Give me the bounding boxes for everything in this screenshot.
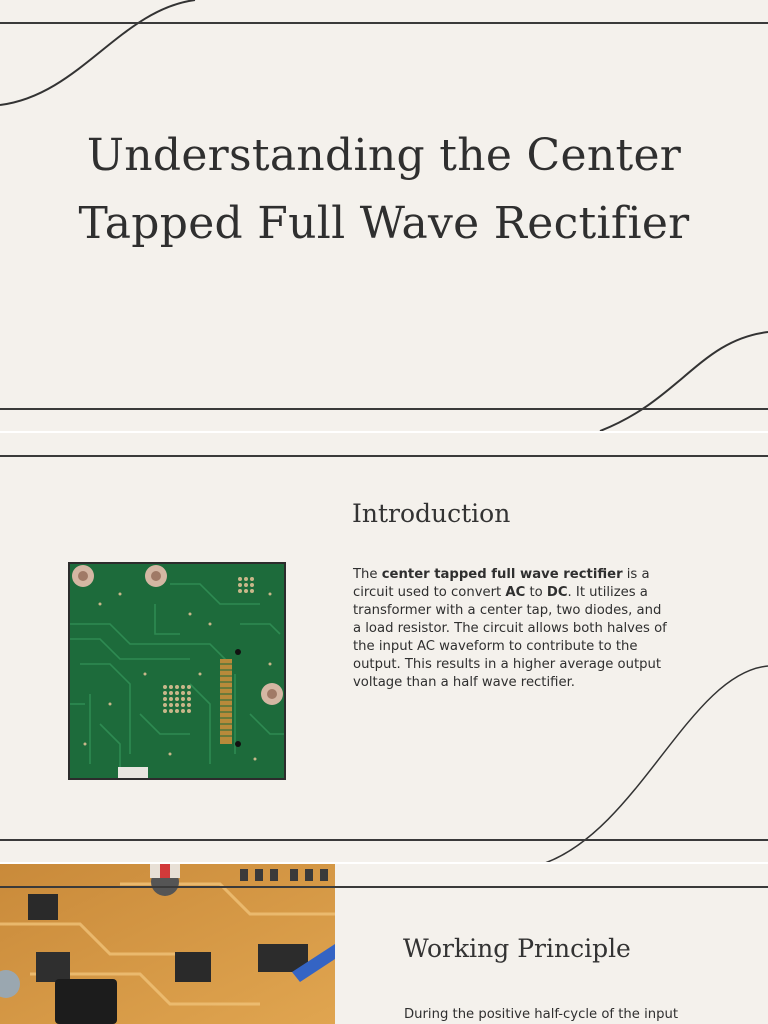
intro-text-2: is a circuit used to convert: [353, 567, 650, 600]
electronic-components-photo-icon: [0, 864, 335, 1024]
electronics-image: [0, 864, 335, 1024]
intro-text-3: to: [525, 585, 547, 600]
intro-text-4: . It utilizes a transformer with a cente…: [353, 585, 667, 690]
decorative-curves: [0, 0, 768, 431]
divider-bottom: [0, 408, 768, 410]
divider-bottom: [0, 839, 768, 841]
circuit-board-photo-icon: [70, 564, 284, 778]
section-heading-working-principle: Working Principle: [403, 934, 631, 963]
intro-text-1: The: [353, 567, 382, 582]
circuit-board-image: [68, 562, 286, 780]
intro-bold-1: center tapped full wave rectifier: [381, 567, 623, 582]
introduction-slide: Introduction The center tapped full wave…: [0, 433, 768, 862]
working-principle-slide: Working Principle During the positive ha…: [0, 864, 768, 1024]
section-heading-introduction: Introduction: [352, 499, 511, 528]
divider-top: [0, 455, 768, 457]
working-principle-paragraph: During the positive half-cycle of the in…: [404, 1007, 678, 1022]
divider-top: [0, 886, 768, 888]
intro-bold-3: DC: [546, 585, 568, 600]
divider-top: [0, 22, 768, 24]
decorative-curves: [545, 665, 768, 862]
title-line-1: Understanding the Center: [86, 130, 682, 181]
page-title: Understanding the Center Tapped Full Wav…: [0, 122, 768, 258]
introduction-paragraph: The center tapped full wave rectifier is…: [353, 566, 671, 692]
title-slide: Understanding the Center Tapped Full Wav…: [0, 0, 768, 431]
title-line-2: Tapped Full Wave Rectifier: [78, 198, 690, 249]
intro-bold-2: AC: [505, 585, 526, 600]
